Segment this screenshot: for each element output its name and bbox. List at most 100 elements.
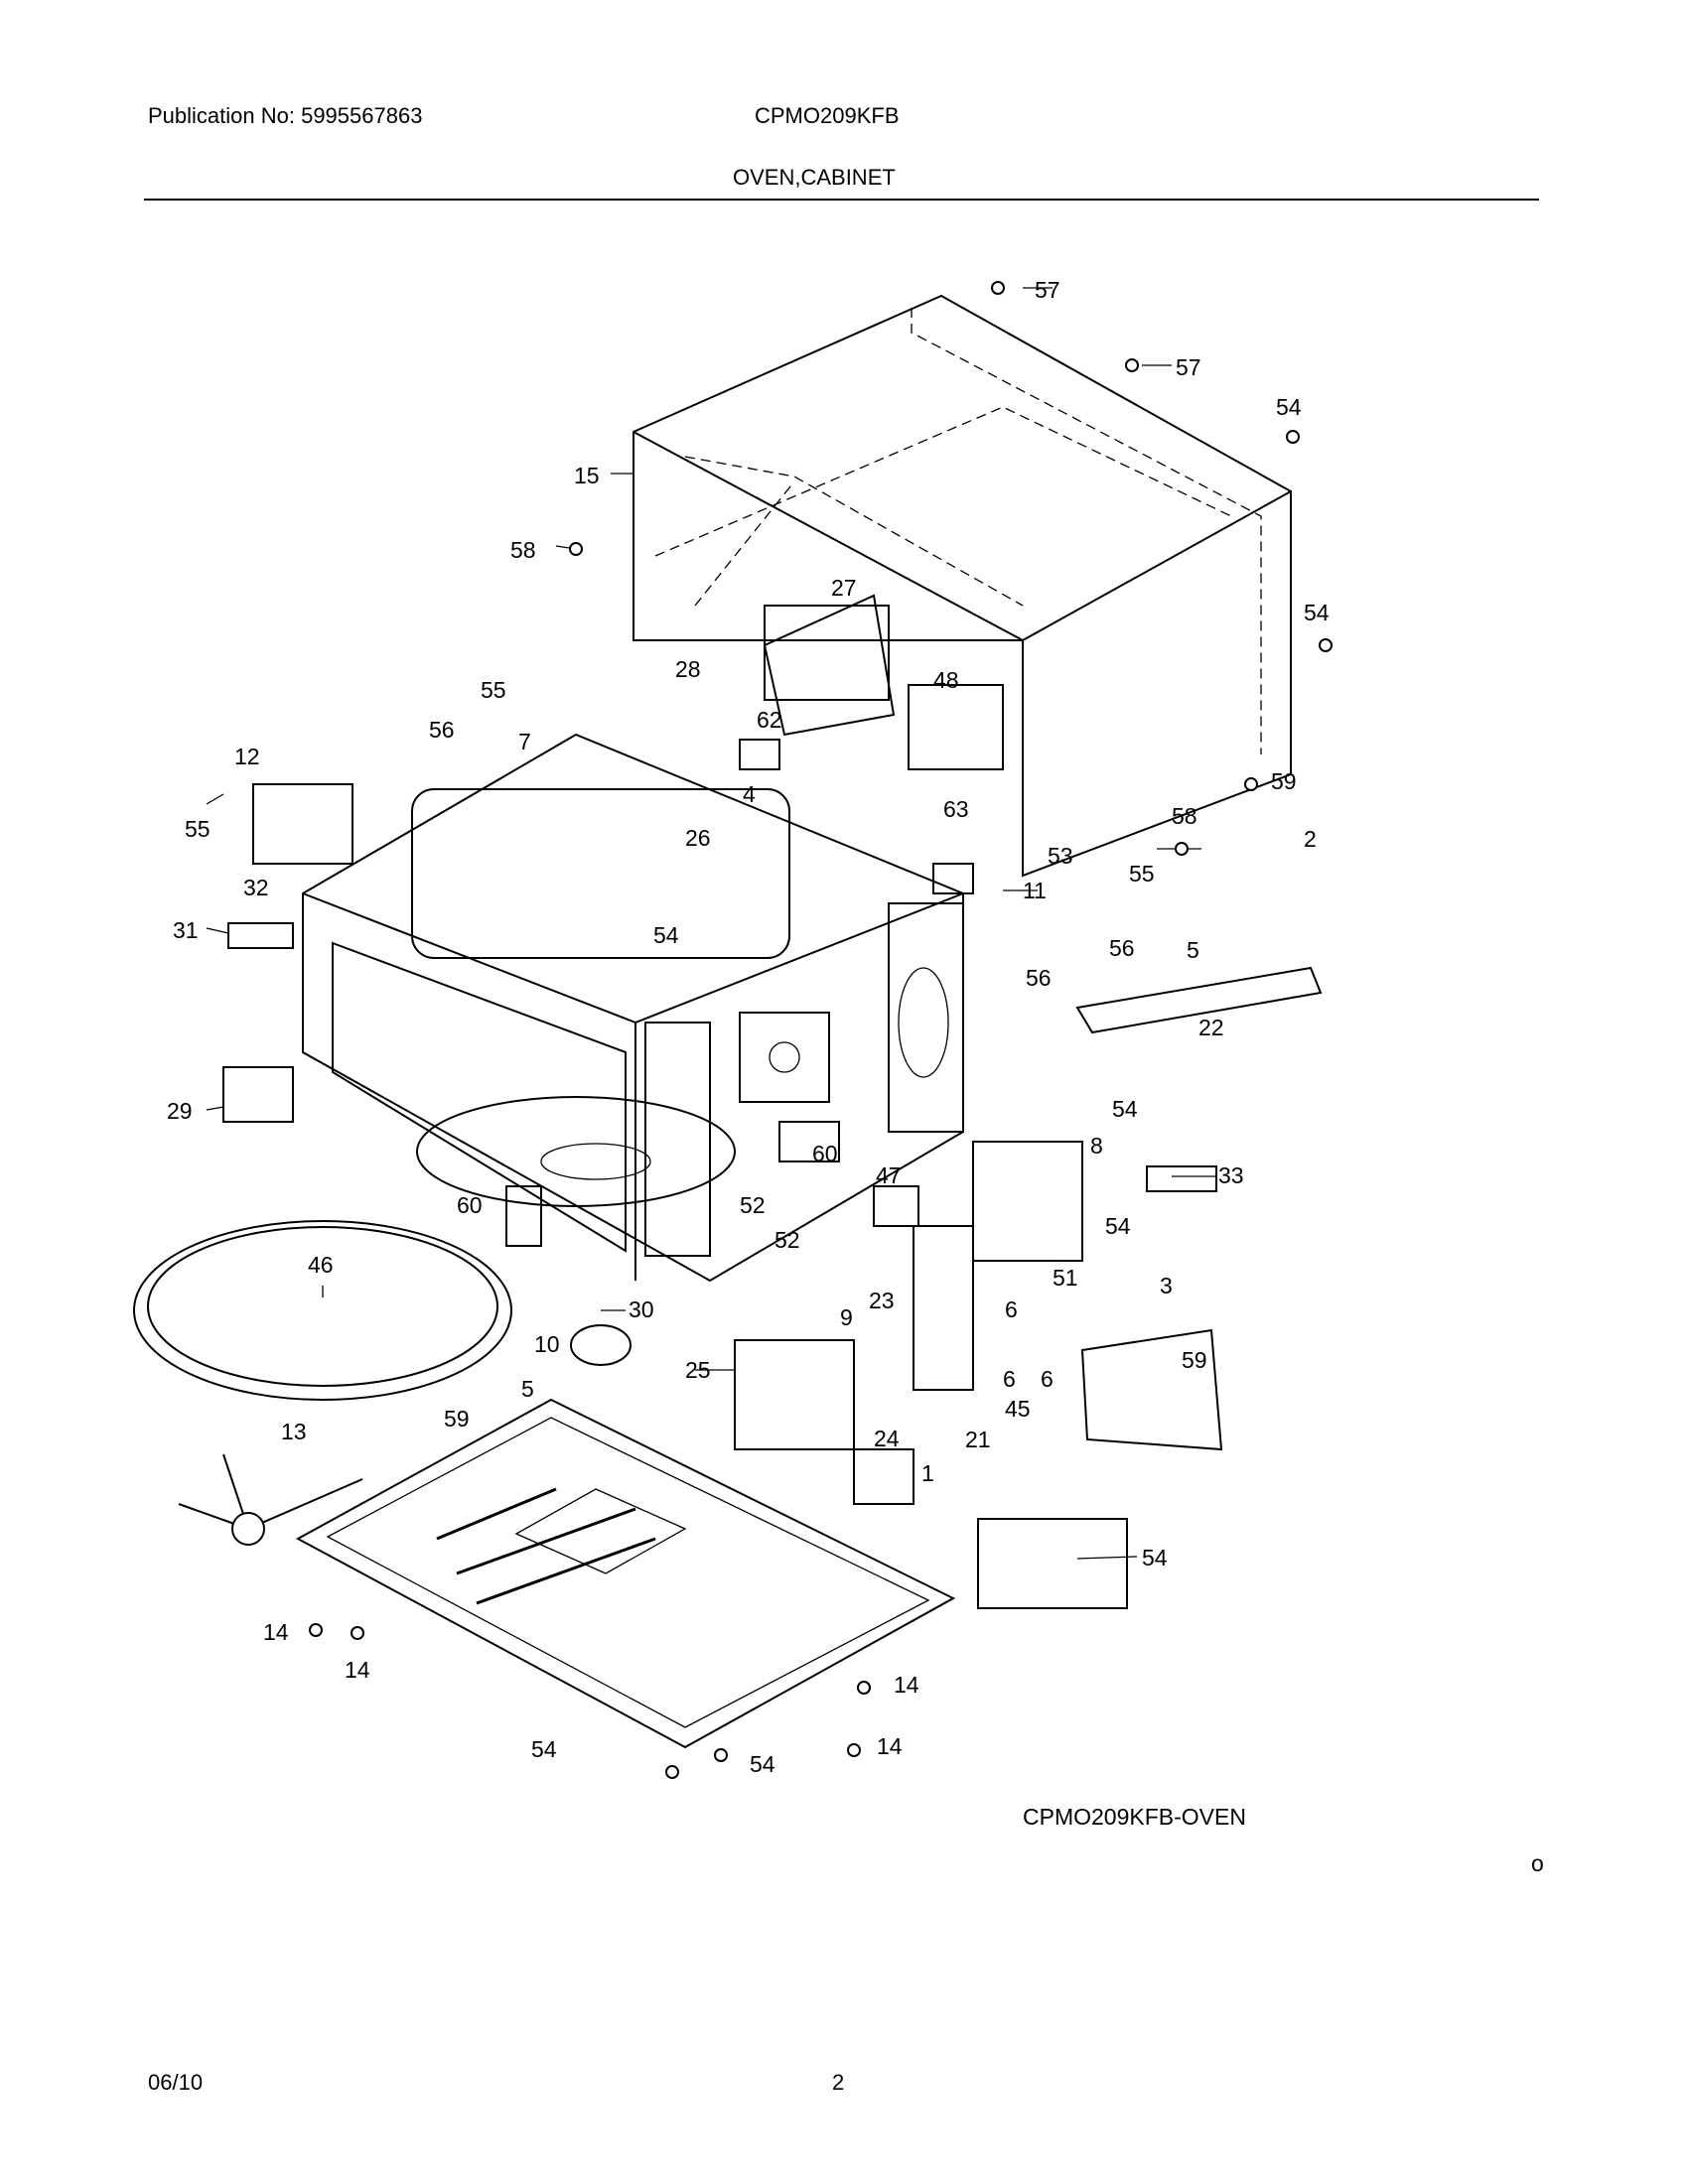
callout: 30: [629, 1297, 654, 1322]
callout: 10: [534, 1331, 560, 1357]
callout: 54: [531, 1736, 557, 1762]
callout: 52: [740, 1192, 766, 1218]
callout: 6: [1003, 1366, 1016, 1392]
callout: 59: [444, 1406, 470, 1432]
callout: 14: [263, 1619, 289, 1645]
component-63: [932, 863, 974, 894]
section-title: OVEN,CABINET: [733, 165, 896, 190]
glass-turntable: [133, 1220, 512, 1401]
callout: 6: [1005, 1297, 1018, 1322]
component-1: [977, 1518, 1128, 1609]
callout: 45: [1005, 1396, 1031, 1422]
callout: 52: [774, 1227, 800, 1253]
callout: 56: [429, 717, 455, 743]
component-33: [1146, 1165, 1217, 1192]
oven-cavity: [302, 733, 964, 1283]
component-9: [570, 1324, 632, 1366]
callout: 54: [1112, 1096, 1138, 1122]
callout: 63: [943, 796, 969, 822]
callout: 21: [965, 1427, 991, 1452]
callout: 53: [1048, 843, 1073, 869]
component-27: [763, 594, 896, 737]
callout: 54: [1105, 1213, 1131, 1239]
callout: 62: [757, 707, 782, 733]
callout-labels: 57 57 54 15 58 54 27 28 48 62 55 56 7 12…: [167, 277, 1330, 1777]
callout: 27: [831, 575, 857, 601]
callout: 59: [1271, 768, 1297, 794]
callout: 28: [675, 656, 701, 682]
callout: 6: [1041, 1366, 1054, 1392]
component-25: [1080, 1328, 1223, 1451]
callout: 14: [894, 1672, 919, 1698]
callout: 55: [185, 816, 211, 842]
callout: 2: [1304, 826, 1317, 852]
component-10: [734, 1339, 855, 1450]
base-plate: [295, 1398, 956, 1749]
component-outlines: [222, 594, 1323, 1609]
callout: 3: [1160, 1273, 1173, 1298]
callout: 14: [345, 1657, 370, 1683]
callout: 56: [1026, 965, 1052, 991]
callout: 31: [173, 917, 199, 943]
callout: 5: [1187, 937, 1199, 963]
component-21: [853, 1448, 914, 1505]
callout: 51: [1053, 1265, 1078, 1291]
footer-date: 06/10: [148, 2070, 204, 2095]
component-23: [913, 1225, 974, 1391]
callout: 12: [234, 744, 260, 769]
callout: 60: [812, 1141, 838, 1166]
callout: 1: [921, 1460, 934, 1486]
component-22: [1075, 966, 1323, 1034]
callout: 58: [1172, 803, 1197, 829]
component-31: [227, 922, 294, 949]
callout: 5: [521, 1376, 534, 1402]
callout: 48: [933, 667, 959, 693]
callout: 29: [167, 1098, 193, 1124]
callout: 60: [457, 1192, 483, 1218]
callout: 7: [518, 729, 531, 754]
callout: 15: [574, 463, 600, 488]
callout: 55: [1129, 861, 1155, 887]
callout: 57: [1035, 277, 1060, 303]
callout: 25: [685, 1357, 711, 1383]
component-32: [252, 783, 353, 865]
component-62: [739, 739, 780, 770]
fastener-markers: [309, 281, 1333, 1779]
callout: 58: [510, 537, 536, 563]
component-47: [873, 1185, 919, 1227]
callout: 33: [1218, 1162, 1244, 1188]
figure-id: CPMO209KFB-OVEN: [1023, 1804, 1246, 1830]
component-28: [764, 605, 890, 701]
publication-number: Publication No: 5995567863: [148, 103, 423, 128]
callout: 56: [1109, 935, 1135, 961]
component-60: [778, 1121, 840, 1162]
component-48: [908, 684, 1004, 770]
outer-cabinet-wrapper: [633, 294, 1292, 878]
callout: 13: [281, 1419, 307, 1444]
callout: 54: [1142, 1545, 1168, 1570]
component-29: [222, 1066, 294, 1123]
component-8: [972, 1141, 1083, 1262]
callout: 54: [653, 922, 679, 948]
callout: 14: [877, 1733, 903, 1759]
callout: 11: [1023, 878, 1047, 903]
callout: 22: [1198, 1015, 1224, 1040]
callout-leaders: [206, 287, 1216, 1560]
callout: 54: [1276, 394, 1302, 420]
callout: 57: [1176, 354, 1201, 380]
component-60-lower: [505, 1185, 542, 1247]
callout: 9: [840, 1304, 853, 1330]
callout: 47: [876, 1162, 902, 1188]
callout: 4: [743, 781, 756, 807]
page-number: 2: [832, 2070, 845, 2095]
callout: 8: [1090, 1133, 1103, 1159]
roller-support: [178, 1453, 363, 1546]
callout: 32: [243, 875, 269, 900]
callout: 24: [874, 1426, 900, 1451]
callout: 46: [308, 1252, 334, 1278]
corner-mark: o: [1531, 1850, 1544, 1876]
callout: 55: [481, 677, 506, 703]
callout: 54: [1304, 600, 1330, 625]
callout: 26: [685, 825, 711, 851]
